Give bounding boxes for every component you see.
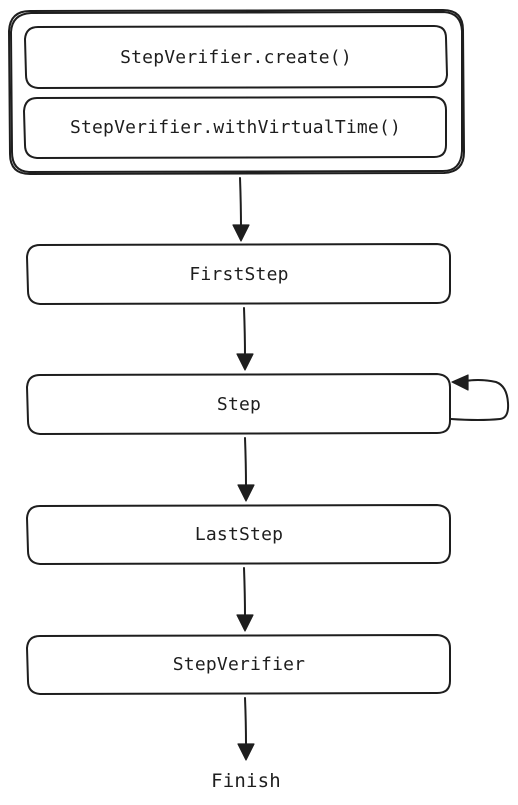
arrow-firststep-to-step <box>236 307 254 371</box>
arrow-step-to-laststep <box>237 437 255 502</box>
create-node-box <box>24 25 448 89</box>
with-virtual-time-node-box <box>23 96 447 159</box>
arrow-laststep-to-stepverifier <box>236 567 254 632</box>
firststep-node-label: FirstStep <box>189 263 289 285</box>
laststep-node-label: LastStep <box>194 524 284 545</box>
firststep-node-box <box>26 243 451 305</box>
step-node-box <box>26 373 451 435</box>
stepverifier-node-box <box>26 634 451 695</box>
with-virtual-time-node-label: StepVerifier.withVirtualTime() <box>69 117 402 138</box>
step-node-label: Step <box>216 393 262 415</box>
finish-terminal-label: Finish <box>211 770 281 792</box>
create-node-label: StepVerifier.create() <box>120 46 352 68</box>
arrow-group-to-firststep <box>232 177 250 242</box>
laststep-node-box <box>26 504 451 565</box>
creator-group-container <box>8 9 465 175</box>
stepverifier-node-label: StepVerifier <box>172 654 306 675</box>
arrow-stepverifier-to-finish <box>237 697 255 761</box>
step-self-loop-arrow <box>450 374 510 421</box>
